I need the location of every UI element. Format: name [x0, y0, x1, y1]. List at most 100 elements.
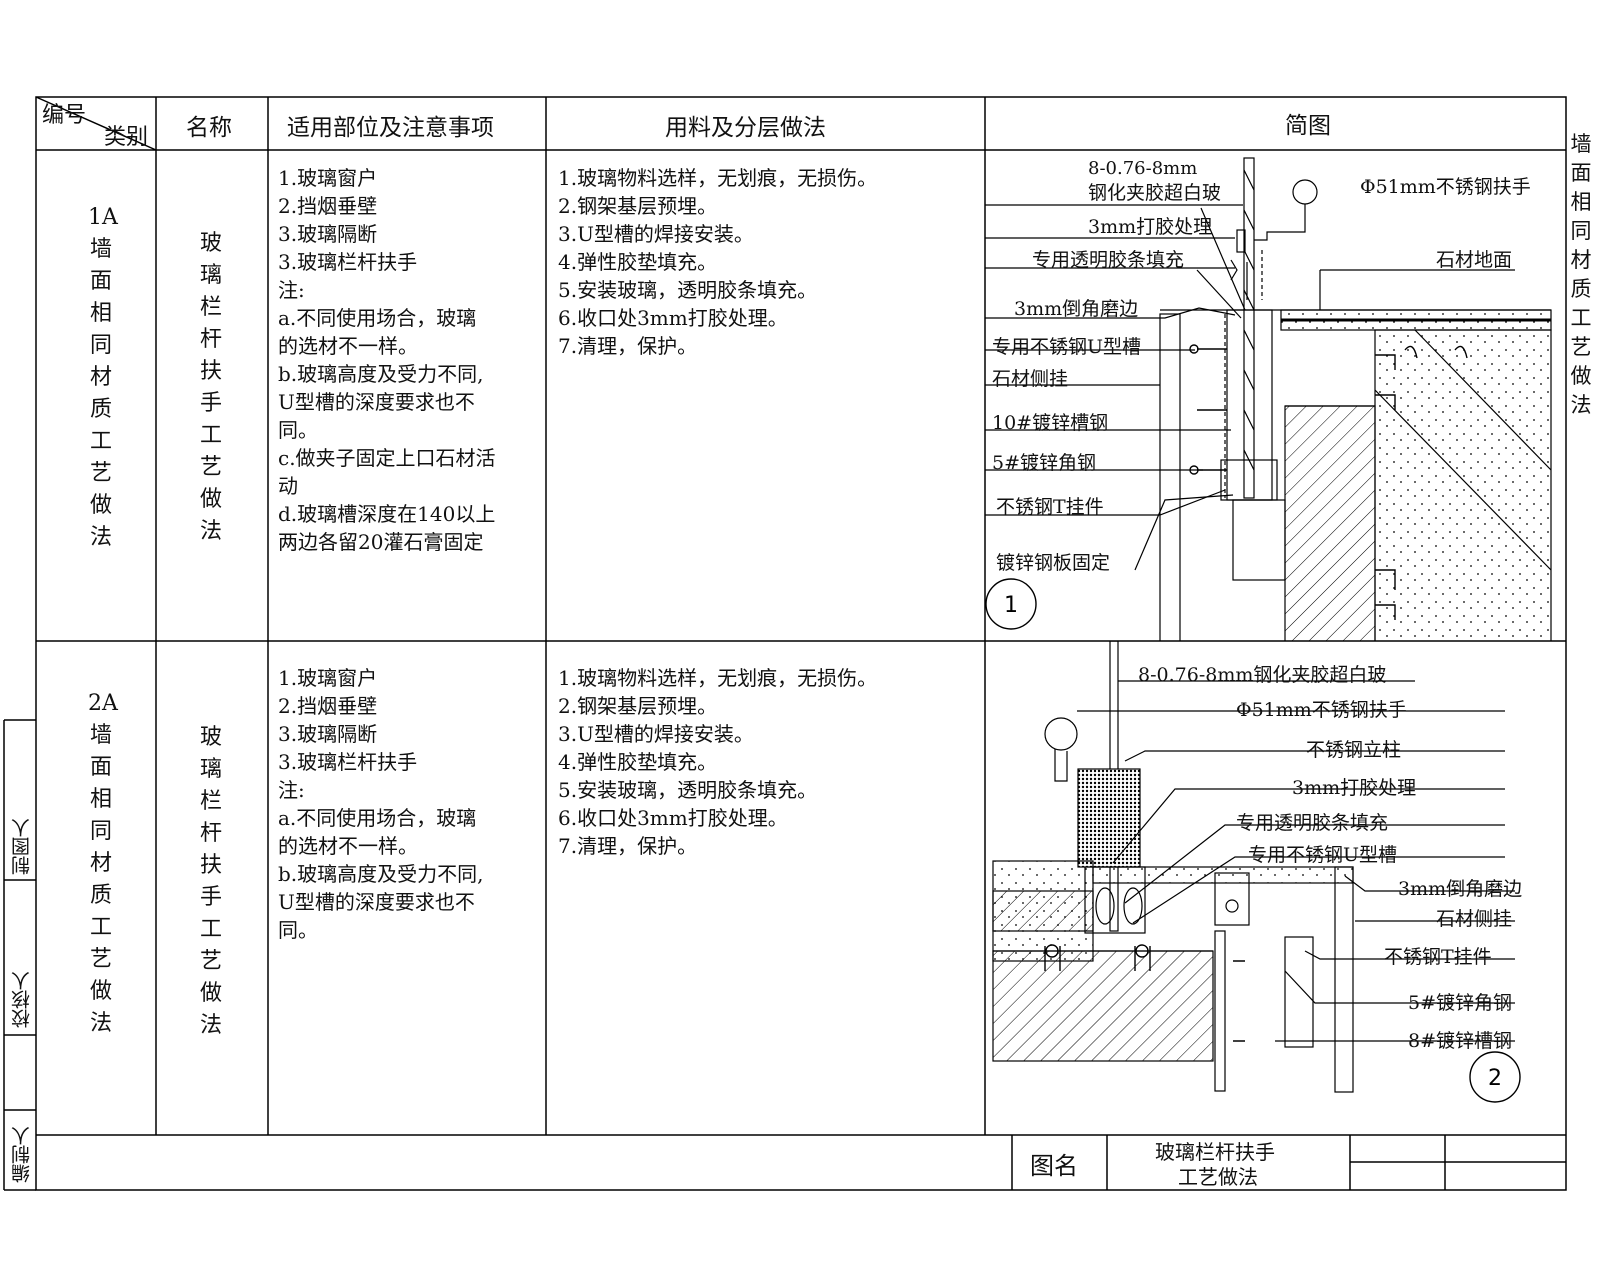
scope-line: 的选材不一样。 — [278, 834, 418, 858]
code-char: 墙 — [89, 237, 112, 262]
name-char: 玻 — [199, 231, 222, 256]
method-step: 6.收口处3mm打胶处理。 — [558, 306, 788, 330]
row1-name: 玻璃栏杆扶手工艺做法 — [198, 228, 224, 548]
right-margin-char: 工 — [1570, 306, 1592, 330]
name-char: 手 — [199, 391, 222, 416]
d2-stone-side: 石材侧挂 — [1436, 908, 1513, 930]
right-margin-char: 相 — [1570, 190, 1592, 214]
method-step: 6.收口处3mm打胶处理。 — [558, 806, 788, 830]
d1-strip: 专用透明胶条填充 — [1032, 249, 1185, 271]
code-char: 质 — [89, 883, 112, 908]
scope-line: 3.玻璃栏杆扶手 — [278, 250, 418, 274]
d2-channel8: 8#镀锌槽钢 — [1408, 1030, 1513, 1052]
code-char: 做 — [89, 493, 112, 518]
header-method: 用料及分层做法 — [665, 115, 826, 141]
d1-floor: 石材地面 — [1436, 249, 1513, 271]
name-char: 手 — [199, 885, 222, 910]
code-char: 艺 — [89, 947, 112, 972]
d1-uchannel: 专用不锈钢U型槽 — [992, 336, 1142, 358]
header-diagram: 简图 — [1285, 113, 1331, 139]
right-margin-char: 法 — [1570, 393, 1592, 417]
footer-title-line1: 玻璃栏杆扶手 — [1155, 1140, 1275, 1164]
code-char: 面 — [89, 755, 112, 780]
right-margin-char: 质 — [1570, 277, 1592, 301]
scope-line: U型槽的深度要求也不 — [278, 890, 475, 914]
right-margin-char: 面 — [1570, 161, 1592, 185]
stainless-post — [1077, 768, 1141, 868]
row2-method-list: 1.玻璃物料选样，无划痕，无损伤。2.钢架基层预埋。3.U型槽的焊接安装。4.弹… — [558, 664, 877, 860]
name-char: 璃 — [199, 263, 222, 288]
handrail-tube-2 — [1044, 717, 1078, 751]
d1-angle5: 5#镀锌角钢 — [992, 452, 1097, 474]
code-char: 材 — [89, 851, 112, 876]
code-char: 2A — [88, 691, 118, 716]
d1-hanger: 不锈钢T挂件 — [996, 496, 1104, 518]
d1-handrail: Φ51mm不锈钢扶手 — [1360, 176, 1531, 198]
d2-strip: 专用透明胶条填充 — [1236, 812, 1389, 834]
scope-line: 注: — [278, 778, 305, 802]
header-category: 类别 — [104, 125, 149, 150]
right-margin-char: 艺 — [1570, 335, 1592, 359]
name-char: 玻 — [199, 725, 222, 750]
method-step: 7.清理，保护。 — [558, 834, 698, 858]
code-char: 做 — [89, 979, 112, 1004]
scope-line: d.玻璃槽深度在140以上 — [278, 502, 496, 526]
scope-line: b.玻璃高度及受力不同, — [278, 362, 484, 386]
scope-line: 2.挡烟垂壁 — [278, 194, 378, 218]
diagram-1-number: 1 — [1004, 593, 1018, 618]
d2-bevel: 3mm倒角磨边 — [1398, 878, 1523, 900]
method-step: 3.U型槽的焊接安装。 — [558, 722, 754, 746]
name-char: 做 — [199, 981, 222, 1006]
right-margin-char: 同 — [1570, 219, 1592, 243]
method-step: 1.玻璃物料选样，无划痕，无损伤。 — [558, 166, 878, 190]
checker-label: 校核人 — [11, 971, 33, 1028]
footer-title-label: 图名 — [1030, 1152, 1078, 1180]
code-char: 工 — [89, 429, 112, 454]
scope-line: a.不同使用场合，玻璃 — [278, 306, 477, 330]
scope-line: b.玻璃高度及受力不同, — [278, 862, 484, 886]
name-char: 扶 — [199, 853, 222, 878]
handrail-tube-1 — [1292, 179, 1318, 205]
name-char: 工 — [199, 423, 222, 448]
name-char: 法 — [199, 519, 222, 544]
scope-line: 1.玻璃窗户 — [278, 166, 378, 190]
method-step: 2.钢架基层预埋。 — [558, 194, 718, 218]
header-name: 名称 — [186, 115, 232, 141]
d2-glue: 3mm打胶处理 — [1292, 777, 1417, 799]
scope-line: 3.玻璃栏杆扶手 — [278, 750, 418, 774]
code-char: 相 — [89, 301, 112, 326]
d2-handrail: Φ51mm不锈钢扶手 — [1236, 699, 1407, 721]
header-diagonal — [35, 96, 157, 151]
scope-line: U型槽的深度要求也不 — [278, 390, 475, 414]
name-char: 杆 — [199, 821, 222, 846]
method-step: 4.弹性胶垫填充。 — [558, 250, 718, 274]
d2-hanger: 不锈钢T挂件 — [1384, 946, 1492, 968]
footer-title-line2: 工艺做法 — [1178, 1165, 1258, 1189]
row1-method-list: 1.玻璃物料选样，无划痕，无损伤。 2.钢架基层预埋。 3.U型槽的焊接安装。 4.弹… — [558, 164, 877, 360]
diagram-1-number-circle — [985, 578, 1037, 630]
scope-line: 3.玻璃隔断 — [278, 722, 378, 746]
code-char: 工 — [89, 915, 112, 940]
diagram-1: 1 — [985, 157, 1552, 641]
name-char: 法 — [199, 1013, 222, 1038]
scope-line: 1.玻璃窗户 — [278, 666, 378, 690]
scope-line: 2.挡烟垂壁 — [278, 694, 378, 718]
code-char: 相 — [89, 787, 112, 812]
name-char: 栏 — [199, 295, 222, 320]
diagram-2-number: 2 — [1488, 1066, 1502, 1091]
method-step: 3.U型槽的焊接安装。 — [558, 222, 754, 246]
method-step: 2.钢架基层预埋。 — [558, 694, 718, 718]
right-margin-text: 墙面相同材质工艺做法 — [1568, 130, 1594, 420]
code-char: 同 — [89, 819, 112, 844]
d1-channel10: 10#镀锌槽钢 — [992, 412, 1109, 434]
d2-angle5: 5#镀锌角钢 — [1408, 992, 1513, 1014]
d2-glass: 8-0.76-8mm钢化夹胶超白玻 — [1138, 664, 1387, 686]
scope-line: 注: — [278, 278, 305, 302]
right-margin-char: 材 — [1570, 248, 1592, 272]
glass-panel — [1243, 157, 1255, 499]
code-char: 墙 — [89, 723, 112, 748]
right-margin-char: 做 — [1570, 364, 1592, 388]
